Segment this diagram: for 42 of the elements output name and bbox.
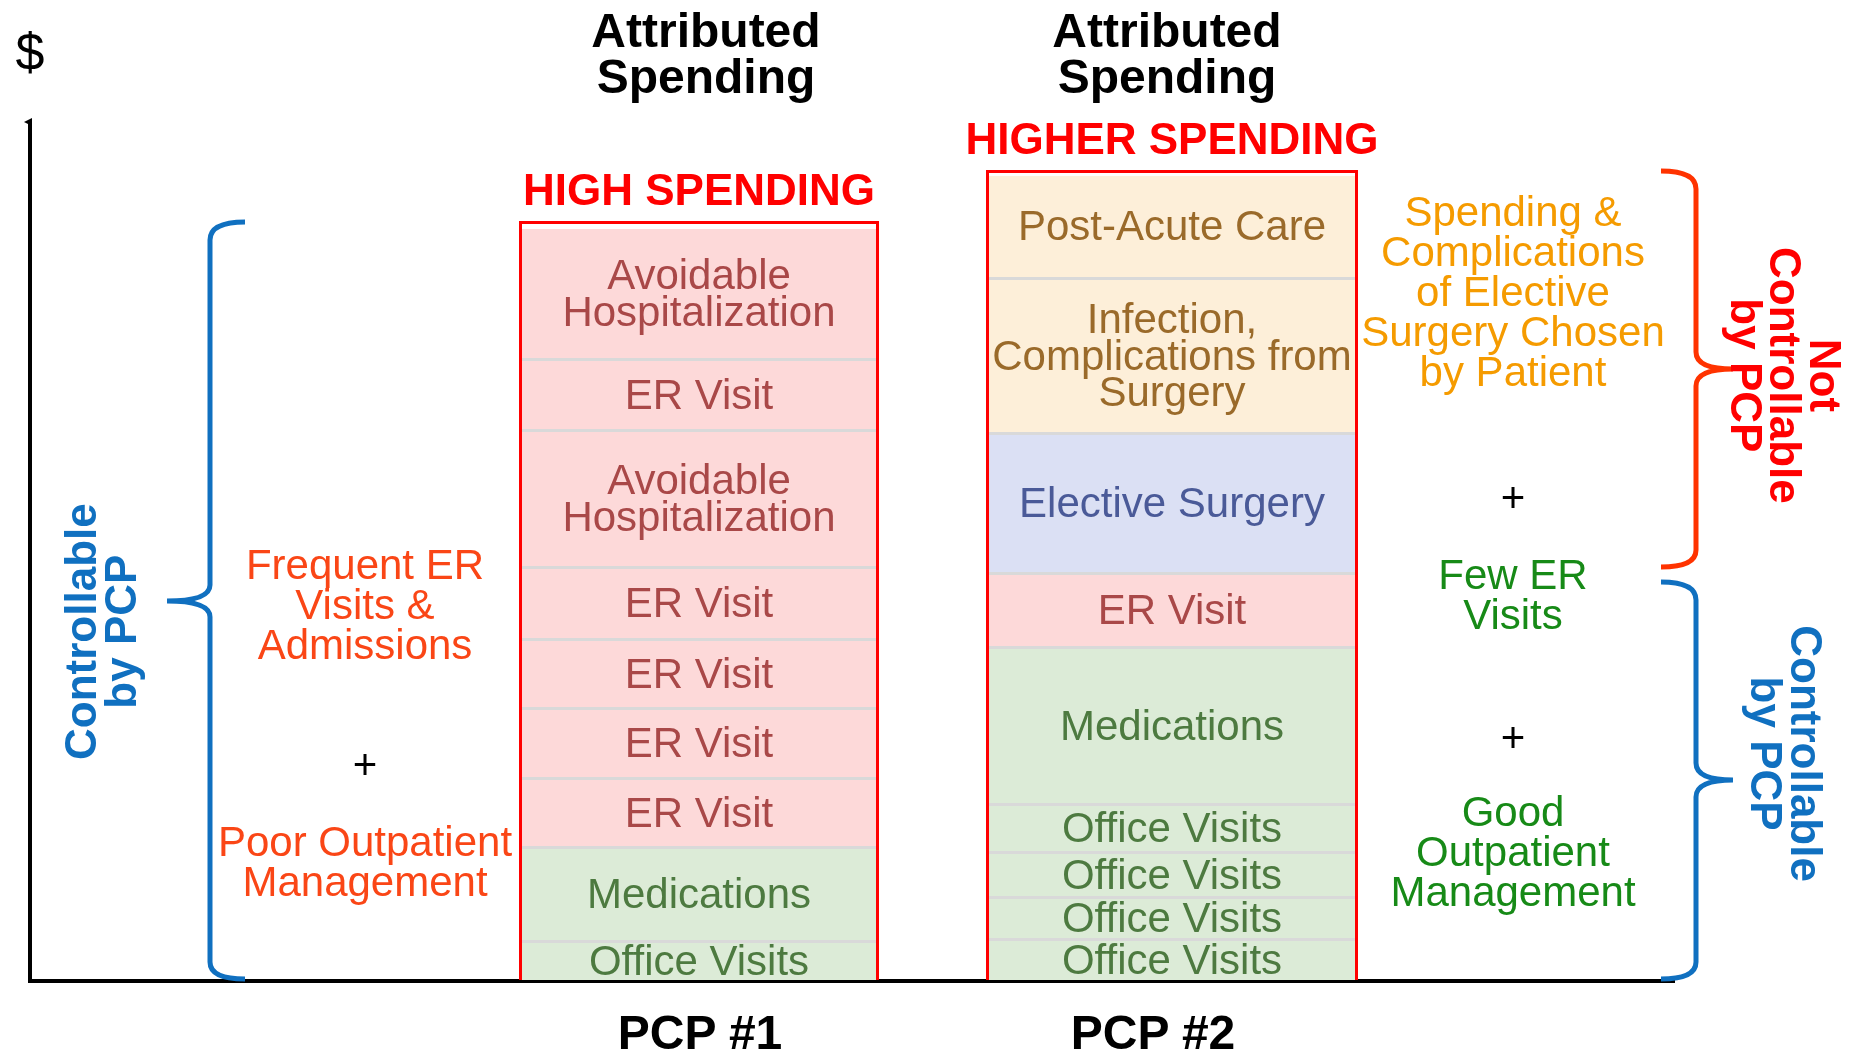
annotation-text: Frequent ER Visits & Admissions — [244, 545, 486, 665]
cost-segment — [522, 429, 876, 566]
cost-segment — [989, 646, 1355, 803]
cost-segment — [989, 851, 1355, 896]
segment-label: Office Visits — [1061, 942, 1283, 979]
segment-label: Office Visits — [1061, 810, 1283, 847]
column-label: PCP #2 — [1069, 1010, 1237, 1056]
currency-symbol: $ — [14, 28, 46, 78]
segment-label: ER Visit — [624, 794, 774, 832]
segment-label: Office Visits — [1061, 856, 1283, 894]
cost-segment — [522, 777, 876, 846]
plus-sign: + — [351, 745, 379, 785]
cost-segment — [989, 803, 1355, 851]
cost-segment — [522, 229, 876, 358]
cost-segment — [989, 432, 1355, 572]
segment-label: Office Visits — [1061, 900, 1283, 937]
cost-segment — [522, 638, 876, 707]
cost-segment — [522, 940, 876, 980]
cost-segment — [522, 566, 876, 638]
segment-label: ER Visit — [624, 655, 774, 693]
segment-label: Medications — [1059, 707, 1285, 745]
column-label: PCP #1 — [616, 1010, 784, 1056]
cost-segment — [522, 358, 876, 429]
plus-sign: + — [1499, 718, 1527, 758]
cost-segment — [522, 707, 876, 777]
segment-label: ER Visit — [1097, 592, 1247, 629]
cost-segment — [989, 938, 1355, 980]
bar-heading: HIGH SPENDING — [521, 168, 876, 212]
segment-label: ER Visit — [624, 376, 774, 414]
plus-sign: + — [1499, 478, 1527, 518]
segment-label: Post-Acute Care — [1017, 208, 1327, 245]
segment-label: ER Visit — [624, 585, 774, 622]
bar-heading: HIGHER SPENDING — [964, 117, 1380, 161]
cost-segment — [989, 572, 1355, 646]
segment-label: ER Visit — [624, 725, 774, 762]
segment-label: Medications — [586, 876, 812, 913]
cost-segment — [989, 277, 1355, 432]
segment-label: Office Visits — [588, 943, 810, 980]
cost-segment — [989, 896, 1355, 938]
cost-segment — [522, 846, 876, 940]
annotation-text: Few ER Visits — [1437, 555, 1589, 635]
cost-segment — [989, 176, 1355, 277]
